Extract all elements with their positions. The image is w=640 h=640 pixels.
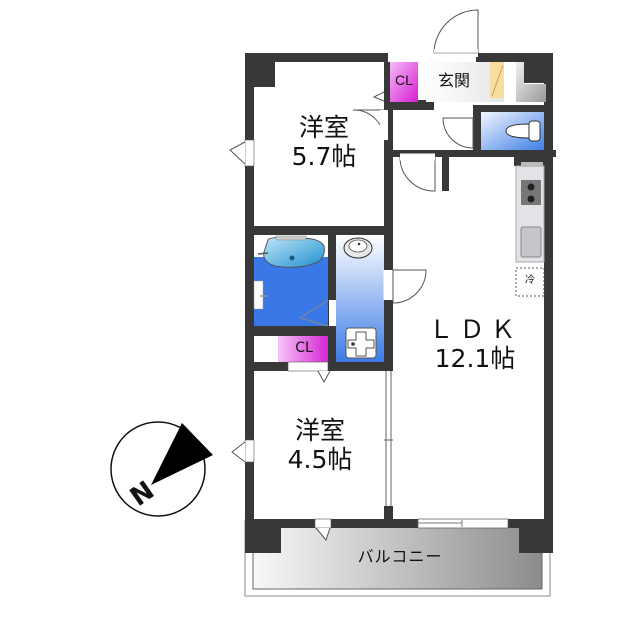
balcony-label: バルコニー (357, 547, 443, 566)
ldk-name: ＬＤＫ (428, 315, 522, 344)
refrigerator-label: 冷 (525, 275, 535, 286)
western-room-1-size: 5.7帖 (291, 141, 357, 171)
western-room-2-name: 洋室 (294, 416, 345, 445)
closet-2-label: CL (295, 340, 313, 356)
toilet-icon (505, 120, 541, 142)
western-room-2-size: 4.5帖 (287, 444, 353, 474)
washing-machine-pan-icon (345, 327, 377, 359)
ldk-size: 12.1帖 (434, 343, 516, 373)
north-arrow-icon (110, 421, 213, 517)
ldk-label: ＬＤＫ 12.1帖 (420, 315, 530, 374)
western-room-1-name: 洋室 (298, 113, 349, 142)
western-room-2-label: 洋室 4.5帖 (270, 416, 370, 475)
entrance-label: 玄関 (437, 71, 470, 90)
western-room-1-label: 洋室 5.7帖 (274, 113, 374, 172)
closet-1-label: CL (395, 72, 413, 88)
